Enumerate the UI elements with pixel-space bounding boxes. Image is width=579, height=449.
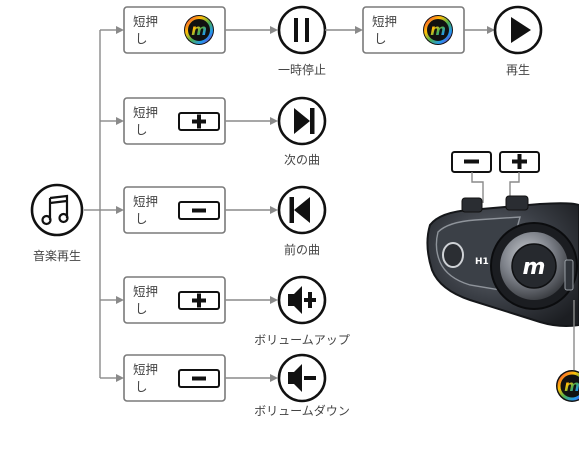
minus-key-icon [451,151,492,173]
volume-down-icon [288,364,316,392]
skip-next-icon [294,108,315,134]
minus-key-icon [178,369,220,388]
row-label: 次の曲 [284,153,320,167]
svg-text:m: m [564,377,579,395]
music-note-icon [41,194,69,226]
short-press-label: し [135,122,148,137]
row-label: ボリュームアップ [254,333,350,347]
plus-key-icon [499,151,540,173]
short-press-label: 短押 [133,284,158,299]
short-press-label: 短押 [372,14,397,29]
row-label: 一時停止 [278,62,326,77]
root-label: 音楽再生 [33,248,81,263]
short-press-label: 短押 [133,362,158,377]
row-previous-track: 短押 し 前の曲 [123,185,327,257]
skip-previous-icon [289,197,310,223]
chain-label: 再生 [506,63,530,77]
pause-icon [294,18,309,42]
minus-key-icon [178,201,220,220]
row-volume-up: 短押 し ボリュームアップ [123,275,350,347]
short-press-label: 短押 [133,14,158,29]
plus-key-icon [178,112,220,131]
svg-text:m: m [430,21,446,39]
row-volume-down: 短押 し ボリュームダウン [123,353,350,418]
play-icon [511,17,531,43]
svg-text:m: m [191,21,207,39]
short-press-label: し [135,379,148,394]
short-press-label: し [374,31,387,46]
logo-button-icon: m [556,370,579,402]
row-label: ボリュームダウン [254,403,350,418]
tree-connectors [84,26,124,382]
short-press-label: し [135,211,148,226]
short-press-label: し [135,31,148,46]
plus-key-icon [178,291,220,310]
volume-up-icon [288,286,316,314]
short-press-label: 短押 [133,105,158,120]
row-label: 前の曲 [284,242,320,257]
device-model: H1 [475,257,489,267]
device-logo-icon: m [523,255,546,280]
logo-button-icon: m [423,15,453,45]
row-pause: 短押 し m 一時停止 短押 し m 再生 [123,5,543,77]
logo-button-icon: m [184,15,214,45]
row-next-track: 短押 し 次の曲 [123,96,327,167]
short-press-label: し [135,301,148,316]
svg-text:m: m [523,255,546,280]
short-press-label: 短押 [133,194,158,209]
device-illustration: H1 m m [426,151,579,402]
root-node: 音楽再生 [30,183,84,263]
